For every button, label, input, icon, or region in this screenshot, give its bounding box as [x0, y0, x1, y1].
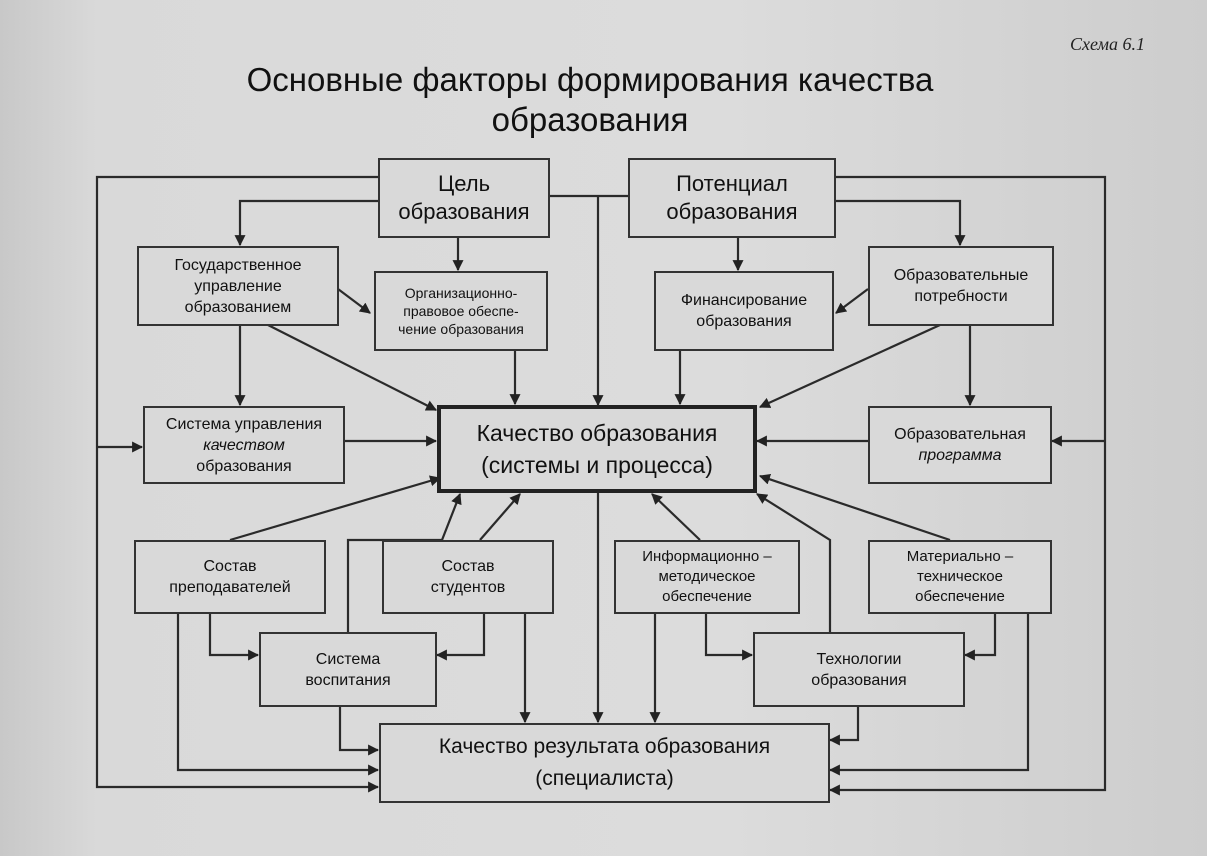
teachers-to-upbringing [208, 613, 260, 661]
qms-label-line1: Система управления [165, 415, 323, 433]
upbringing-to-result [338, 706, 380, 756]
material-to-main [758, 473, 951, 542]
material-to-edutech [963, 613, 997, 661]
potential-box: Потенциал образования [628, 158, 836, 238]
result-quality-box: Качество результата образования (специал… [379, 723, 830, 803]
info-to-edutech [704, 613, 754, 661]
qms-label-line2: качеством [203, 436, 285, 454]
needs-to-main [758, 323, 941, 409]
goal-box: Цель образования [378, 158, 550, 238]
outer-right-line [828, 175, 1107, 796]
edu-program-box: Образовательная программа [868, 406, 1052, 484]
edutech-to-main [756, 493, 832, 632]
students-to-main [479, 493, 521, 541]
state-to-main [267, 324, 437, 411]
state-management-box: Государственное управление образованием [137, 246, 339, 326]
state-to-orglegal [337, 288, 371, 314]
students-box: Состав студентов [382, 540, 554, 614]
edu-needs-box: Образовательные потребности [868, 246, 1054, 326]
goal-to-state [234, 199, 378, 247]
qms-label-line3: образования [196, 457, 292, 475]
students-to-upbringing [435, 613, 486, 661]
financing-box: Финансирование образования [654, 271, 834, 351]
quality-management-system-box: Система управления качеством образования [143, 406, 345, 484]
edu-program-label-line2: программа [918, 447, 1002, 464]
scheme-label: Схема 6.1 [1070, 34, 1146, 54]
diagram-title: Основные факторы формирования качества о… [246, 61, 934, 138]
info-methodical-box: Информационно – методическое обеспечение [614, 540, 800, 614]
upbringing-system-box: Система воспитания [259, 632, 437, 707]
needs-to-financing [835, 288, 869, 314]
org-legal-box: Организационно- правовое обеспе- чение о… [374, 271, 548, 351]
material-to-result [828, 613, 1030, 776]
info-to-main [651, 493, 701, 541]
edu-technologies-box: Технологии образования [753, 632, 965, 707]
edutech-to-result [828, 706, 860, 746]
potential-to-needs [836, 199, 966, 247]
material-technical-box: Материально – техническое обеспечение [868, 540, 1052, 614]
edu-program-label-line1: Образовательная [894, 426, 1026, 443]
teachers-to-result [176, 613, 380, 776]
education-quality-box: Качество образования (системы и процесса… [437, 405, 757, 493]
teachers-box: Состав преподавателей [134, 540, 326, 614]
teachers-to-main [229, 475, 442, 542]
outer-left-line [95, 175, 380, 793]
